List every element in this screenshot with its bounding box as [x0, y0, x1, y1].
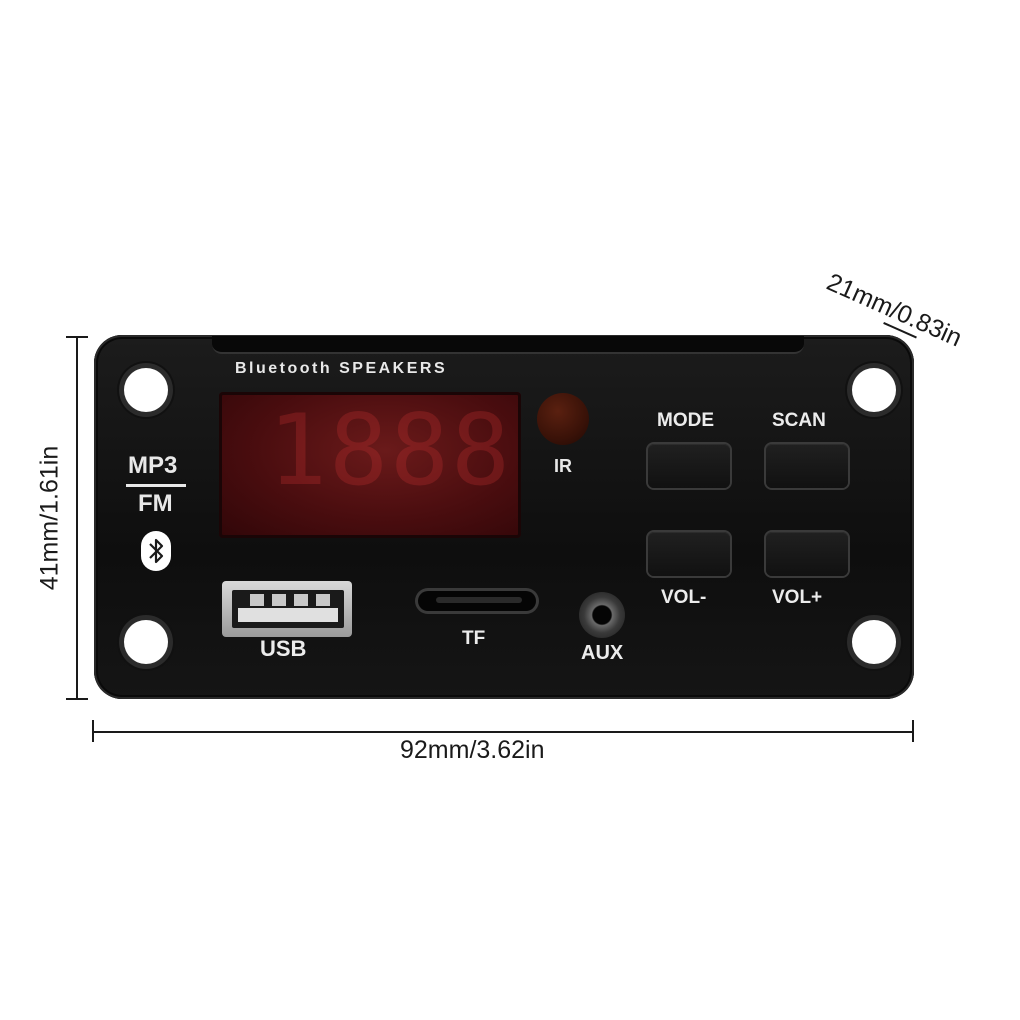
mounting-hole-top-right	[852, 368, 896, 412]
mounting-hole-bottom-right	[852, 620, 896, 664]
volume-up-label: VOL+	[772, 587, 823, 608]
aux-label: AUX	[581, 642, 624, 664]
width-dimension-cap-right	[912, 720, 914, 742]
volume-down-button[interactable]	[648, 532, 730, 576]
width-dimension-line	[92, 731, 914, 733]
fm-label: FM	[138, 490, 173, 517]
scan-button[interactable]	[766, 444, 848, 488]
usb-pin	[316, 594, 330, 606]
height-dimension-cap-top	[66, 336, 88, 338]
display-digits: 1888	[268, 394, 513, 508]
tf-label: TF	[462, 628, 486, 649]
usb-pin	[250, 594, 264, 606]
mode-button[interactable]	[648, 444, 730, 488]
mounting-hole-bottom-left	[124, 620, 168, 664]
tf-card-slot-inner	[436, 597, 522, 603]
aux-jack[interactable]	[579, 592, 625, 638]
height-dimension-label: 41mm/1.61in	[35, 445, 64, 591]
led-display	[219, 392, 521, 538]
mode-button-label: MODE	[657, 410, 714, 431]
top-edge-slot	[212, 336, 804, 354]
mp3-fm-divider	[126, 484, 186, 487]
mp3-label: MP3	[128, 452, 178, 479]
bluetooth-icon	[141, 531, 171, 571]
usb-pin	[294, 594, 308, 606]
height-dimension-line	[76, 336, 78, 700]
ir-label: IR	[554, 456, 572, 476]
volume-up-button[interactable]	[766, 532, 848, 576]
usb-pin	[272, 594, 286, 606]
width-dimension-label: 92mm/3.62in	[400, 736, 545, 764]
volume-down-label: VOL-	[661, 587, 707, 608]
width-dimension-cap-left	[92, 720, 94, 742]
ir-sensor	[537, 393, 589, 445]
height-dimension-cap-bottom	[66, 698, 88, 700]
brand-label: Bluetooth SPEAKERS	[235, 360, 448, 377]
usb-port-tongue	[238, 608, 338, 622]
scan-button-label: SCAN	[772, 410, 826, 431]
mounting-hole-top-left	[124, 368, 168, 412]
usb-label: USB	[260, 636, 307, 661]
